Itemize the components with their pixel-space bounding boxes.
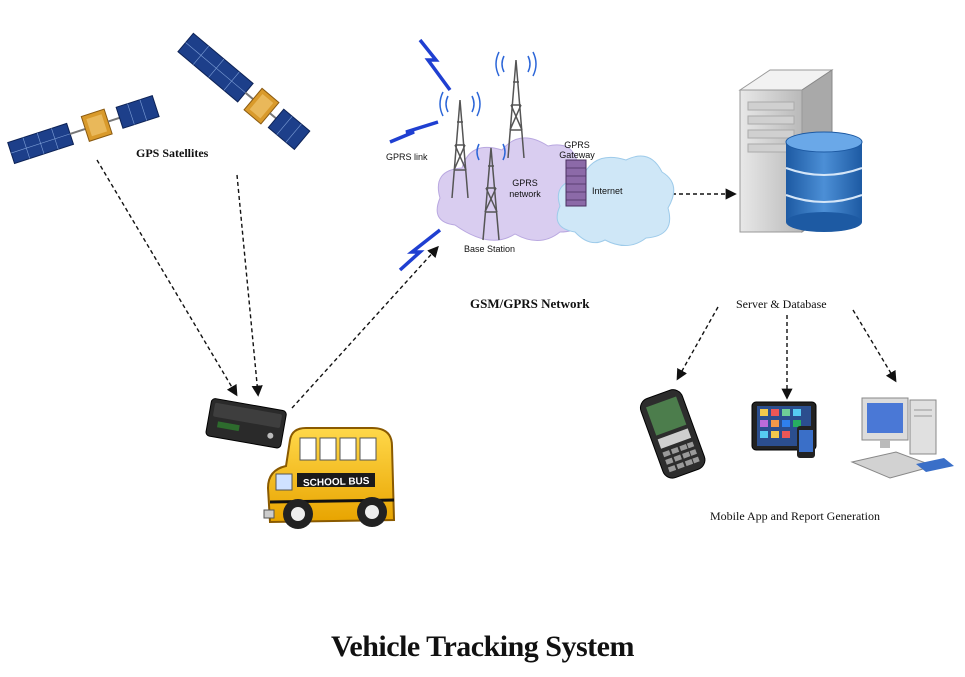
cell-tower-icon <box>495 51 537 159</box>
smartphone-icon <box>639 389 706 479</box>
arrow-tracker-to-network <box>291 245 439 409</box>
lightning-icon <box>398 228 442 272</box>
school-bus-icon <box>263 427 396 529</box>
gprs-link-label: GPRS link <box>386 152 428 162</box>
cell-tower-icon <box>439 91 481 199</box>
desktop-computer-icon <box>850 397 954 479</box>
satellite-icon <box>177 32 311 151</box>
diagram-title: Vehicle Tracking System <box>331 630 634 663</box>
lightning-icon <box>389 120 439 144</box>
arrow-server-to-phone <box>676 306 719 381</box>
gps-tracker-device-icon <box>205 398 287 449</box>
arrow-satellite2-to-tracker <box>236 174 263 397</box>
server-database-label: Server & Database <box>736 297 827 311</box>
arrow-server-to-desktop <box>852 309 897 383</box>
gprs-gateway-label: GPRS Gateway <box>559 140 595 160</box>
internet-label: Internet <box>592 186 623 196</box>
mobile-app-label: Mobile App and Report Generation <box>710 509 880 523</box>
database-icon <box>785 131 863 232</box>
gateway-icon <box>565 159 587 207</box>
lightning-icon <box>418 38 452 92</box>
gsm-gprs-network-label: GSM/GPRS Network <box>470 296 590 311</box>
school-bus-text: SCHOOL BUS <box>302 475 370 490</box>
satellite-icon <box>7 94 160 165</box>
base-station-label: Base Station <box>464 244 516 254</box>
gps-satellites-label: GPS Satellites <box>136 146 209 160</box>
cell-tower-icon <box>476 143 506 241</box>
cloud-icon <box>436 137 591 241</box>
connector-arrows <box>96 159 897 409</box>
gprs-network-label: GPRS network <box>509 178 541 199</box>
tablet-icon <box>751 401 817 458</box>
arrow-satellite1-to-tracker <box>96 159 238 397</box>
